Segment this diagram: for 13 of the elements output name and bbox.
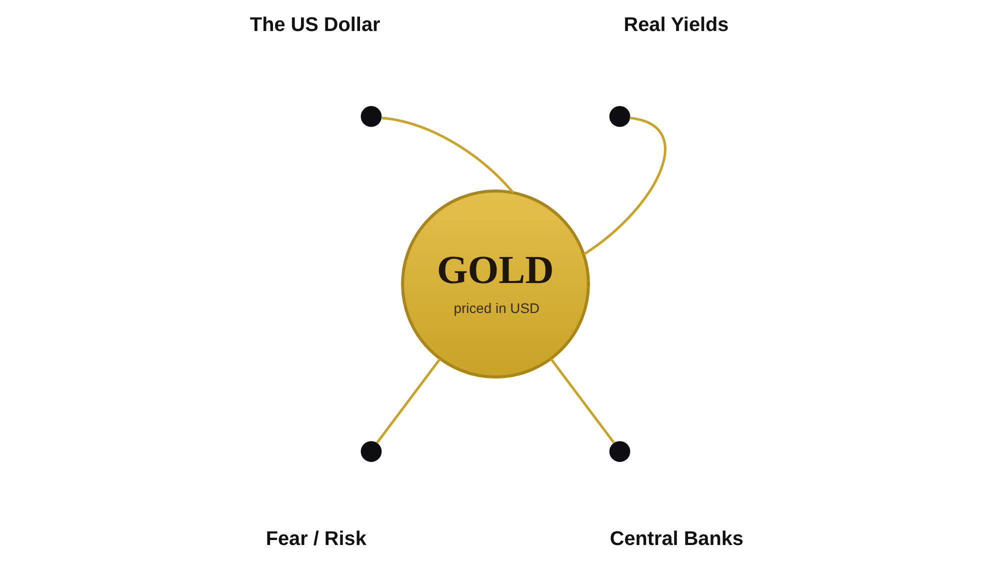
connector [380, 116, 514, 194]
node-circle [360, 441, 382, 462]
node-circle [608, 441, 630, 462]
node-label: Real Yields [623, 14, 728, 36]
connector [550, 358, 615, 444]
connector [582, 116, 666, 256]
connector [375, 358, 440, 444]
node-label: Fear / Risk [265, 528, 366, 550]
node-circle [608, 106, 630, 127]
node-label: The US Dollar [249, 14, 380, 36]
node-circle [360, 106, 382, 127]
node-label: Central Banks [609, 528, 743, 550]
node-circle: GOLD priced in USD [400, 190, 590, 378]
